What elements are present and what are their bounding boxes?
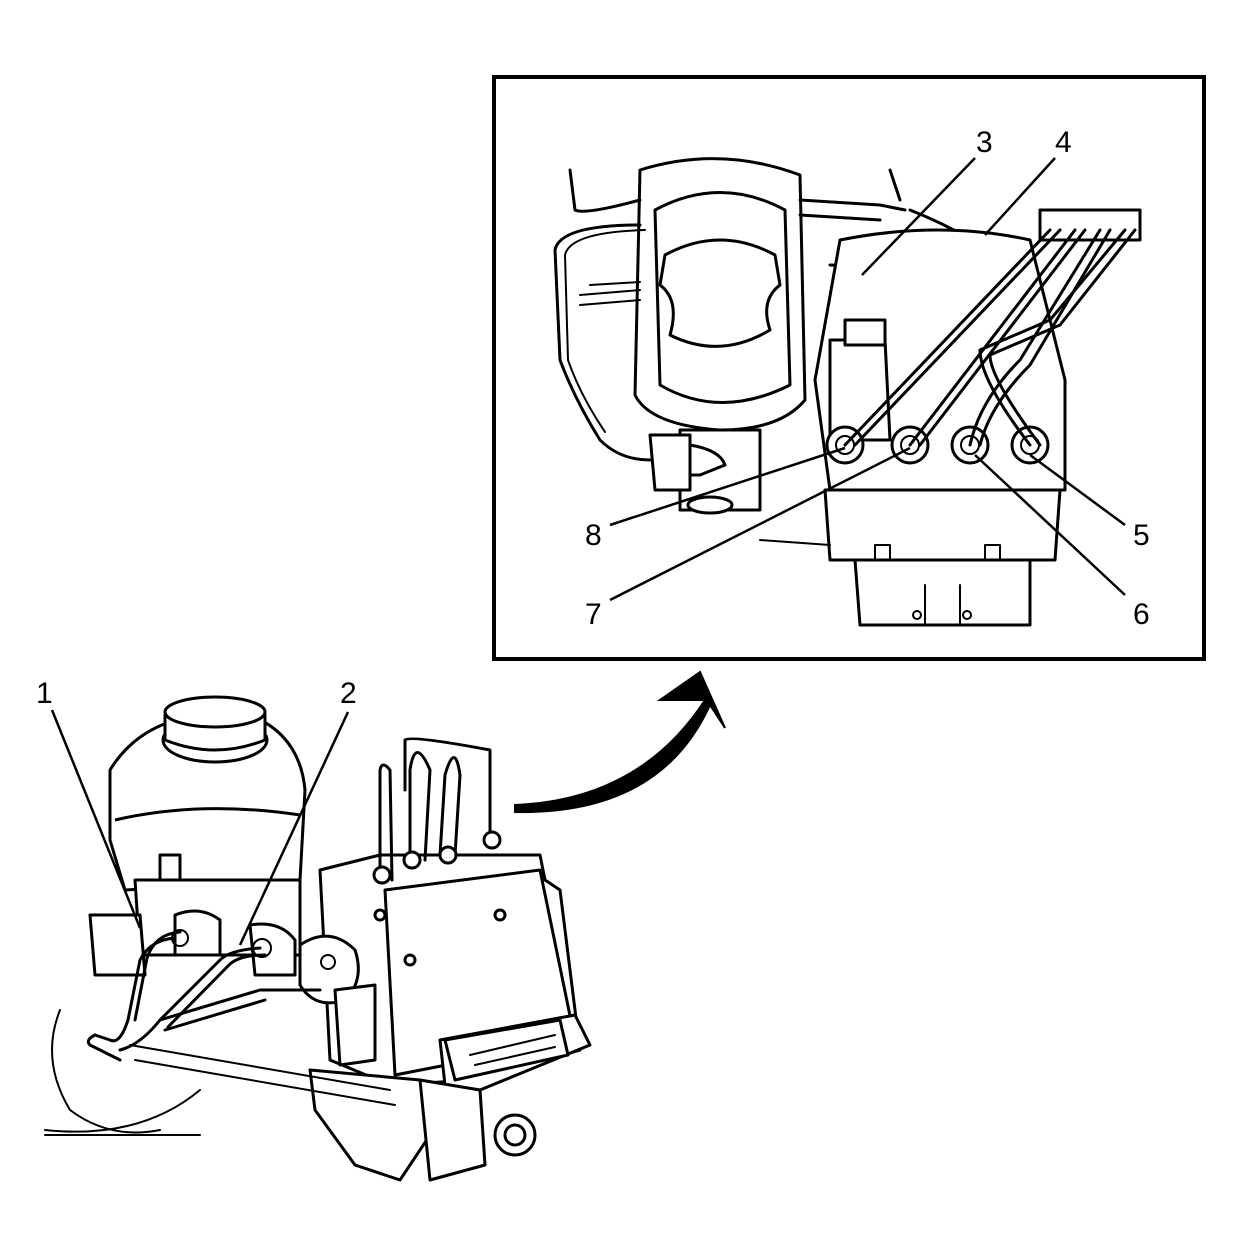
leader-4 xyxy=(984,157,1056,236)
callout-5: 5 xyxy=(1133,519,1150,552)
detail-inset: 3 4 5 6 7 8 xyxy=(492,75,1206,661)
callout-1: 1 xyxy=(36,677,53,710)
zoom-arrow xyxy=(514,670,726,814)
callout-2: 2 xyxy=(340,677,357,710)
callout-8: 8 xyxy=(585,519,602,552)
leader-2 xyxy=(238,711,350,946)
master-cylinder-lines xyxy=(86,930,322,1062)
master-cylinder xyxy=(88,695,307,977)
leader-7 xyxy=(609,446,911,602)
leader-1 xyxy=(50,709,142,929)
mounting-bracket xyxy=(129,1044,537,1182)
leader-6 xyxy=(974,454,1126,596)
inset-leader-lines xyxy=(609,157,1126,602)
inset-abs-modulator xyxy=(759,228,1067,627)
inset-outlet-lines xyxy=(843,208,1142,447)
main-assembly xyxy=(44,695,592,1182)
leader-5 xyxy=(1029,453,1126,527)
leader-8 xyxy=(609,446,846,527)
leader-3 xyxy=(861,157,976,276)
callout-4: 4 xyxy=(1055,126,1072,159)
callout-7: 7 xyxy=(585,598,602,631)
callout-3: 3 xyxy=(976,126,993,159)
abs-module xyxy=(298,737,592,1092)
inset-master-cylinder xyxy=(579,157,807,515)
callout-6: 6 xyxy=(1133,598,1150,631)
